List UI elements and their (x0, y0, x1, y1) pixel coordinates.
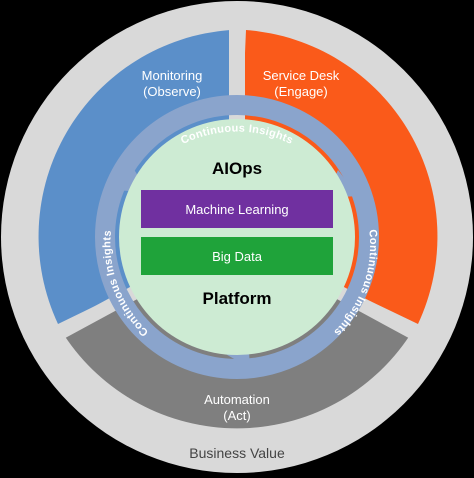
monitoring-sublabel: (Observe) (143, 84, 201, 99)
monitoring-label: Monitoring (142, 68, 203, 83)
machine-learning-band (141, 190, 333, 228)
continuous-insights-loop (95, 95, 379, 379)
automation-sublabel: (Act) (223, 408, 250, 423)
automation-label: Automation (204, 392, 270, 407)
big-data-band (141, 237, 333, 275)
service-desk-sublabel: (Engage) (274, 84, 327, 99)
big-data-label: Big Data (212, 249, 263, 264)
service-desk-label: Service Desk (263, 68, 340, 83)
platform-label: Platform (203, 289, 272, 308)
aiops-title: AIOps (212, 159, 262, 178)
machine-learning-label: Machine Learning (185, 202, 288, 217)
business-value-label: Business Value (189, 445, 285, 461)
